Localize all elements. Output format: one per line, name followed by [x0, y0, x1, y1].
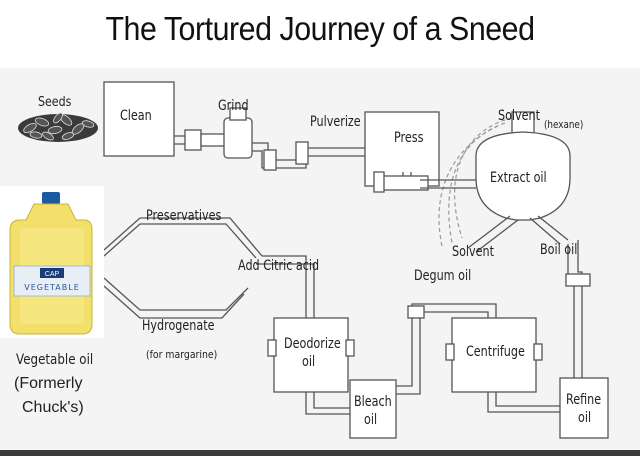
label-preservatives: Preservatives	[146, 207, 221, 224]
extract-tank	[420, 111, 571, 253]
refine-box	[559, 377, 609, 439]
bottle-label: VEGETABLE	[24, 283, 80, 292]
label-press: Press	[394, 129, 423, 146]
label-hydrogenate: Hydrogenate	[142, 317, 215, 334]
label-formerly-2: Chuck's)	[22, 399, 84, 416]
label-grind: Grind	[218, 97, 249, 114]
label-hexane: (hexane)	[544, 119, 583, 131]
label-bleach-1: Bleach	[354, 393, 392, 410]
centrifuge-tank	[445, 317, 560, 413]
pulverize-pipes	[252, 141, 365, 171]
bottle-brand: CAP	[45, 271, 60, 278]
label-refine-2: oil	[578, 409, 591, 426]
label-extract-oil: Extract oil	[490, 169, 547, 186]
label-centrifuge: Centrifuge	[466, 343, 525, 360]
solvent-return-line	[453, 117, 513, 239]
label-pulverize: Pulverize	[310, 113, 361, 130]
clean-box	[103, 81, 175, 157]
label-add-citric-acid: Add Citric acid	[238, 257, 319, 274]
label-vegetable-oil: Vegetable oil	[16, 352, 93, 368]
label-for-margarine: (for margarine)	[146, 349, 217, 361]
grind-machine	[174, 107, 253, 159]
bleach-box	[349, 379, 397, 439]
vegetable-oil-bottle: CAP VEGETABLE	[0, 186, 104, 338]
label-deodorize-2: oil	[302, 353, 315, 370]
label-solvent-top: Solvent	[498, 107, 540, 124]
label-solvent-mid: Solvent	[452, 243, 494, 260]
label-bleach-2: oil	[364, 411, 377, 428]
label-formerly-1: (Formerly	[14, 375, 82, 392]
label-clean: Clean	[120, 107, 152, 124]
press-outlet	[373, 171, 429, 193]
label-refine-1: Refine	[566, 391, 601, 408]
deodorize-tank	[267, 317, 355, 415]
process-diagram: CAP VEGETABLE Seeds Clean Grind Pulveriz…	[0, 68, 640, 456]
label-seeds: Seeds	[38, 94, 71, 109]
label-boil-oil: Boil oil	[540, 241, 577, 258]
label-deodorize-1: Deodorize	[284, 335, 341, 352]
diagram-title: The Tortured Journey of a Sneed	[105, 10, 535, 47]
additive-pipes	[103, 217, 315, 319]
seeds-image	[18, 112, 98, 142]
label-degum-oil: Degum oil	[414, 267, 471, 284]
